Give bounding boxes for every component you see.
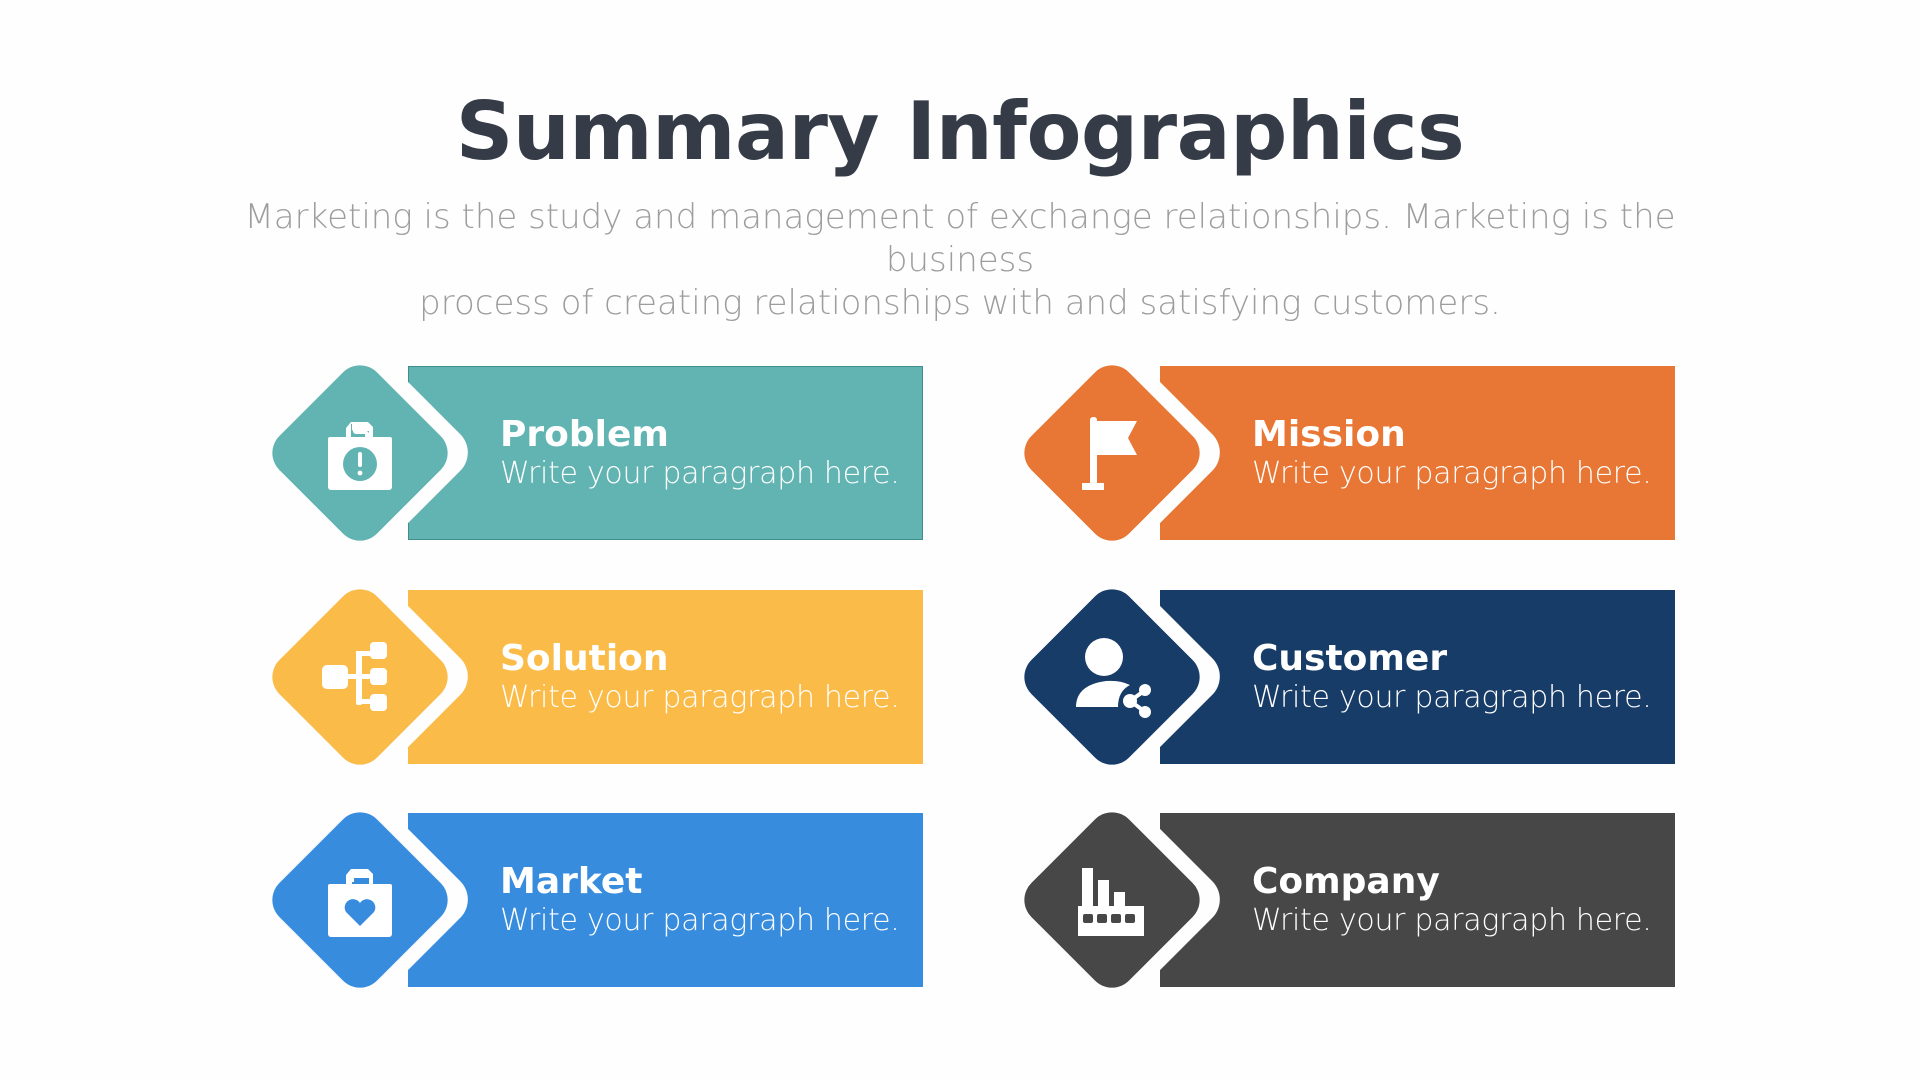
card-bar: [408, 366, 923, 540]
card-bar: [1160, 813, 1675, 987]
card-problem: Problem Write your paragraph here.: [242, 334, 1120, 592]
card-title: Mission: [1252, 414, 1406, 455]
page-title: Summary Infographics: [455, 85, 1465, 178]
flag-icon: [1062, 403, 1162, 503]
subtitle-line-2: process of creating relationships with a…: [419, 283, 1501, 323]
card-paragraph[interactable]: Write your paragraph here.: [500, 680, 900, 715]
card-company: Company Write your paragraph here.: [994, 781, 1872, 1039]
card-paragraph[interactable]: Write your paragraph here.: [1252, 680, 1652, 715]
card-title: Customer: [1252, 638, 1448, 679]
card-title: Solution: [500, 638, 669, 679]
card-bar: [408, 590, 923, 764]
factory-icon: [1062, 850, 1162, 950]
hierarchy-tree-icon: [310, 627, 410, 727]
card-paragraph[interactable]: Write your paragraph here.: [500, 456, 900, 491]
shopping-bag-heart-icon: [310, 850, 410, 950]
card-bar: [1160, 366, 1675, 540]
card-bar: [408, 813, 923, 987]
page-subtitle: Marketing is the study and management of…: [230, 196, 1690, 325]
card-customer: Customer Write your paragraph here.: [994, 558, 1872, 816]
shopping-bag-alert-icon: [310, 403, 410, 503]
card-title: Company: [1252, 861, 1440, 902]
card-paragraph[interactable]: Write your paragraph here.: [1252, 903, 1652, 938]
card-market: Market Write your paragraph here.: [242, 781, 1120, 1039]
card-mission: Mission Write your paragraph here.: [994, 334, 1872, 592]
card-paragraph[interactable]: Write your paragraph here.: [500, 903, 900, 938]
card-paragraph[interactable]: Write your paragraph here.: [1252, 456, 1652, 491]
card-bar: [1160, 590, 1675, 764]
card-title: Problem: [500, 414, 669, 455]
user-share-icon: [1062, 627, 1162, 727]
subtitle-line-1: Marketing is the study and management of…: [244, 197, 1676, 280]
card-solution: Solution Write your paragraph here.: [242, 558, 1120, 816]
card-title: Market: [500, 861, 643, 902]
